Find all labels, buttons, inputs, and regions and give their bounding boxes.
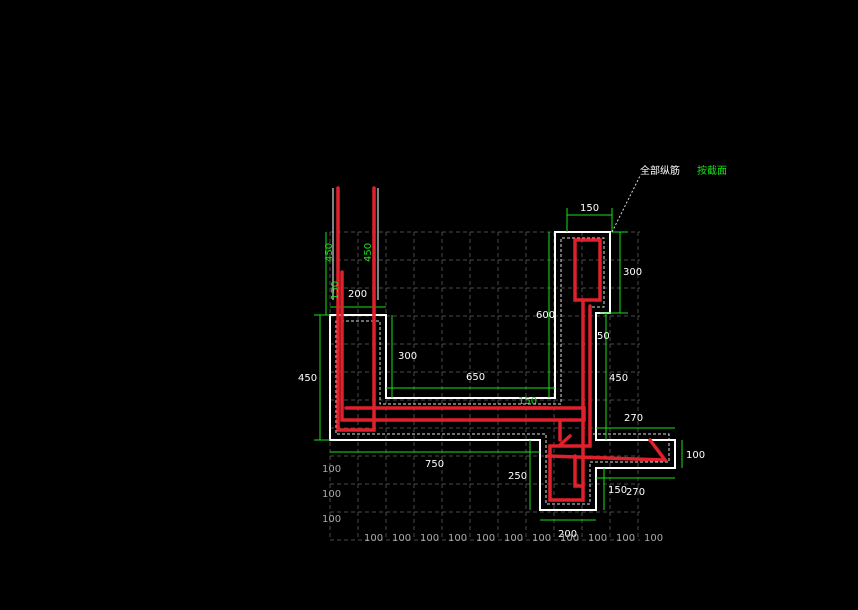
- dim-left-inner-height: 300: [398, 351, 417, 362]
- dim-middle-span: 650: [466, 372, 485, 383]
- grid-tick-label: 100: [644, 533, 663, 544]
- grid-tick-label: 100: [322, 489, 341, 500]
- grid-tick-label: 100: [420, 533, 439, 544]
- dim-lower-right-height: 150: [608, 485, 627, 496]
- section-outline: [329, 231, 676, 511]
- grid-tick-label: 100: [532, 533, 551, 544]
- grid-tick-label: 100: [560, 533, 579, 544]
- dim-left-height: 450: [298, 373, 317, 384]
- all-rebar-label[interactable]: 全部纵筋: [640, 164, 680, 177]
- dim-small-50: 50: [597, 331, 610, 342]
- left-grid-ticks: 100 100 100: [322, 464, 341, 525]
- dim-left-top-width: 200: [348, 289, 367, 300]
- grid-tick-label: 100: [322, 464, 341, 475]
- dim-right-height: 450: [609, 373, 628, 384]
- dim-center-width: 150: [518, 396, 537, 407]
- dim-lower-right-width: 270: [626, 487, 645, 498]
- rebar-layout: [336, 186, 669, 502]
- dim-upper-right-height: 600: [536, 310, 555, 321]
- dim-bottom-left-span: 750: [425, 459, 444, 470]
- dim-right-arm-width: 270: [624, 413, 643, 424]
- grid-tick-label: 100: [476, 533, 495, 544]
- bottom-grid-ticks: 100 100 100 100 100 100 100 100 100 100 100: [364, 533, 663, 544]
- grid-tick-label: 100: [504, 533, 523, 544]
- dim-top-width: 150: [580, 203, 599, 214]
- rebar-outline-white: [332, 188, 379, 300]
- section-mode-label[interactable]: 按截面: [697, 164, 727, 177]
- dim-top-height: 300: [623, 267, 642, 278]
- dim-bottom-leg-height: 250: [508, 471, 527, 482]
- grid-tick-label: 100: [392, 533, 411, 544]
- grid-tick-label: 100: [364, 533, 383, 544]
- grid-tick-label: 100: [616, 533, 635, 544]
- grid-tick-label: 100: [588, 533, 607, 544]
- dim-bottom-leg-width: 200: [558, 529, 577, 540]
- dim-column-450-a: 450: [324, 243, 335, 262]
- reference-grid: [329, 231, 640, 541]
- dim-right-arm-height: 100: [686, 450, 705, 461]
- grid-tick-label: 100: [448, 533, 467, 544]
- dim-column-150: 150: [330, 281, 341, 300]
- grid-tick-label: 100: [322, 514, 341, 525]
- dim-column-450-b: 450: [363, 243, 374, 262]
